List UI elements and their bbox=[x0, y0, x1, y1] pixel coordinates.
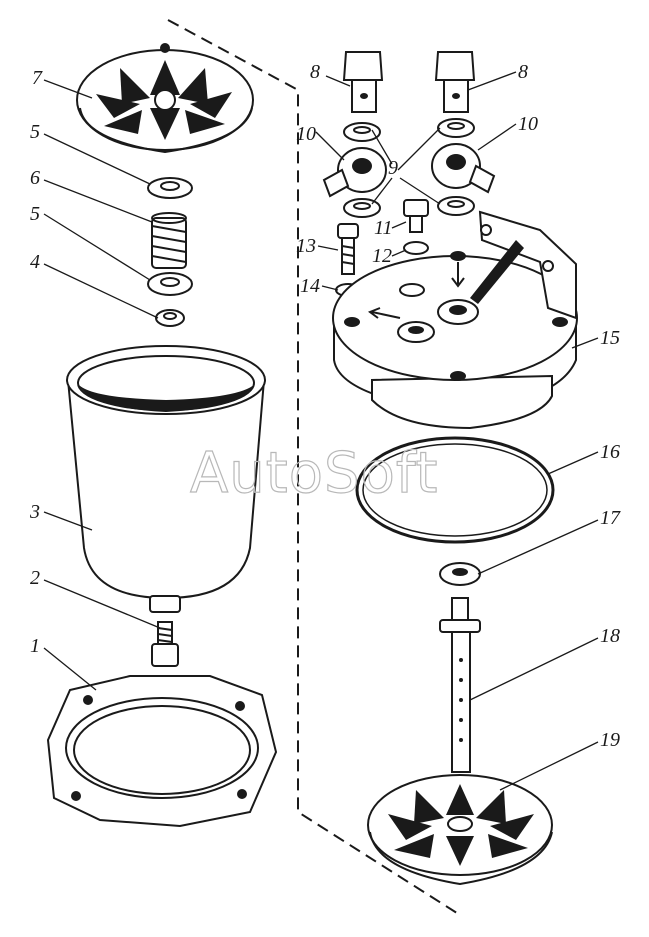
callout-10-right: 10 bbox=[518, 113, 538, 135]
part-15-filter-head bbox=[332, 210, 578, 430]
part-7-top-plate bbox=[76, 43, 254, 154]
part-19-bottom-plate bbox=[367, 774, 553, 886]
callout-5-upper: 5 bbox=[30, 121, 40, 143]
part-3-filter-bowl bbox=[66, 345, 266, 613]
watermark-text: AutoSoft bbox=[190, 441, 439, 506]
part-13-bolt bbox=[337, 223, 359, 275]
part-1-base-plate bbox=[46, 675, 278, 828]
part-12-washer bbox=[403, 241, 429, 255]
callout-16: 16 bbox=[600, 441, 620, 463]
callout-15: 15 bbox=[600, 327, 620, 349]
callout-10-left: 10 bbox=[296, 123, 316, 145]
callout-13: 13 bbox=[296, 235, 316, 257]
callout-4: 4 bbox=[30, 251, 40, 273]
part-10-banjo-fitting-left bbox=[322, 147, 387, 198]
leader-lines bbox=[43, 71, 599, 791]
callout-17: 17 bbox=[600, 507, 621, 529]
part-11-plug bbox=[403, 199, 429, 233]
callout-8-right: 8 bbox=[518, 61, 528, 83]
callout-6: 6 bbox=[30, 167, 40, 189]
callout-1: 1 bbox=[30, 635, 40, 657]
callout-18: 18 bbox=[600, 625, 620, 647]
callout-11: 11 bbox=[374, 217, 393, 239]
callout-14: 14 bbox=[300, 275, 320, 297]
part-18-center-tube bbox=[439, 597, 481, 773]
part-16-o-ring bbox=[355, 436, 555, 544]
part-5-washer-upper bbox=[147, 177, 193, 199]
callout-19: 19 bbox=[600, 729, 620, 751]
part-8-banjo-bolt-left bbox=[342, 51, 384, 113]
part-8-banjo-bolt-right bbox=[434, 51, 476, 113]
part-2-drain-plug bbox=[151, 621, 179, 667]
part-6-spring bbox=[151, 212, 187, 269]
callout-8-left: 8 bbox=[310, 61, 320, 83]
callout-5-lower: 5 bbox=[30, 203, 40, 225]
part-9-washers bbox=[343, 118, 475, 218]
part-10-banjo-fitting-right bbox=[431, 143, 496, 194]
callout-9: 9 bbox=[388, 157, 398, 179]
part-17-washer bbox=[439, 562, 481, 586]
callout-labels: 7 5 6 5 4 3 2 1 8 8 10 10 9 11 12 13 14 … bbox=[29, 61, 621, 751]
part-5-washer-lower bbox=[147, 272, 193, 296]
callout-2: 2 bbox=[30, 567, 40, 589]
callout-3: 3 bbox=[29, 501, 40, 523]
callout-7: 7 bbox=[32, 67, 43, 89]
callout-12: 12 bbox=[372, 245, 392, 267]
part-4-snap-ring bbox=[155, 309, 185, 327]
